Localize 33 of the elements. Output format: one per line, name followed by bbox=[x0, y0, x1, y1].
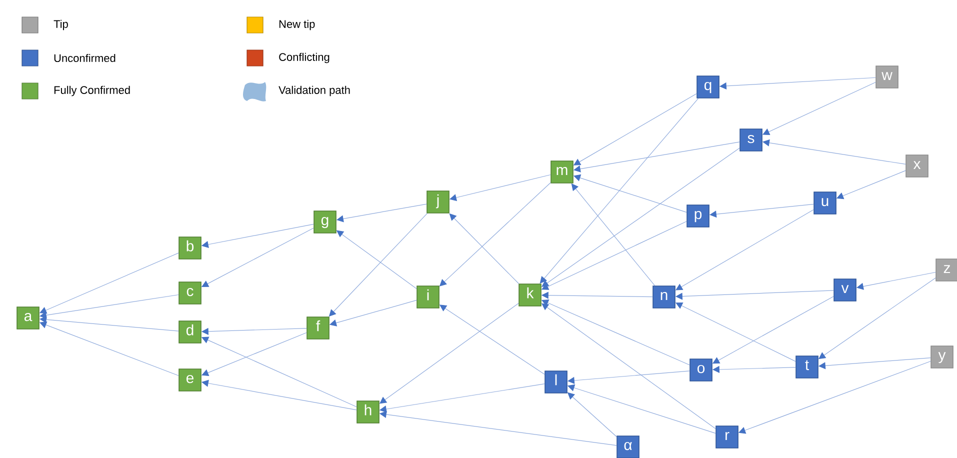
transaction-box: h bbox=[356, 400, 380, 424]
transaction-box: j bbox=[426, 190, 450, 214]
transaction-box: d bbox=[178, 320, 202, 344]
legend-label: Unconfirmed bbox=[54, 54, 116, 62]
transaction-box: k bbox=[518, 284, 542, 306]
legend-label: New tip bbox=[279, 20, 315, 30]
transaction-box: z bbox=[936, 258, 957, 282]
transaction-box: v bbox=[834, 278, 856, 302]
transaction-box: l bbox=[544, 370, 568, 394]
transaction-box: t bbox=[796, 356, 818, 378]
legend-label: Conflicting bbox=[279, 52, 330, 64]
transaction-box: p bbox=[686, 204, 710, 228]
transaction-box: m bbox=[550, 160, 574, 184]
transaction-box: g bbox=[314, 210, 336, 234]
transaction-box: c bbox=[178, 282, 202, 304]
transaction-box: s bbox=[740, 128, 762, 152]
transaction-box: q bbox=[696, 76, 720, 98]
legend-label: Validation path bbox=[278, 86, 350, 96]
transaction-box: α bbox=[616, 436, 640, 458]
legend-label: Fully Confirmed bbox=[54, 86, 130, 96]
transaction-box: w bbox=[876, 66, 898, 88]
transaction-box: a bbox=[16, 306, 40, 330]
transaction-box: i bbox=[416, 286, 440, 308]
transaction-box: b bbox=[178, 236, 202, 260]
transaction-box: n bbox=[652, 286, 676, 308]
legend-label: Tip bbox=[54, 20, 68, 30]
transaction-box: y bbox=[930, 346, 954, 368]
transaction-box: u bbox=[814, 192, 836, 214]
transaction-box: o bbox=[690, 358, 712, 382]
transaction-box: r bbox=[716, 426, 738, 448]
transaction-box: e bbox=[178, 368, 202, 392]
transaction-box: f bbox=[306, 316, 330, 340]
transaction-box: x bbox=[906, 154, 928, 178]
